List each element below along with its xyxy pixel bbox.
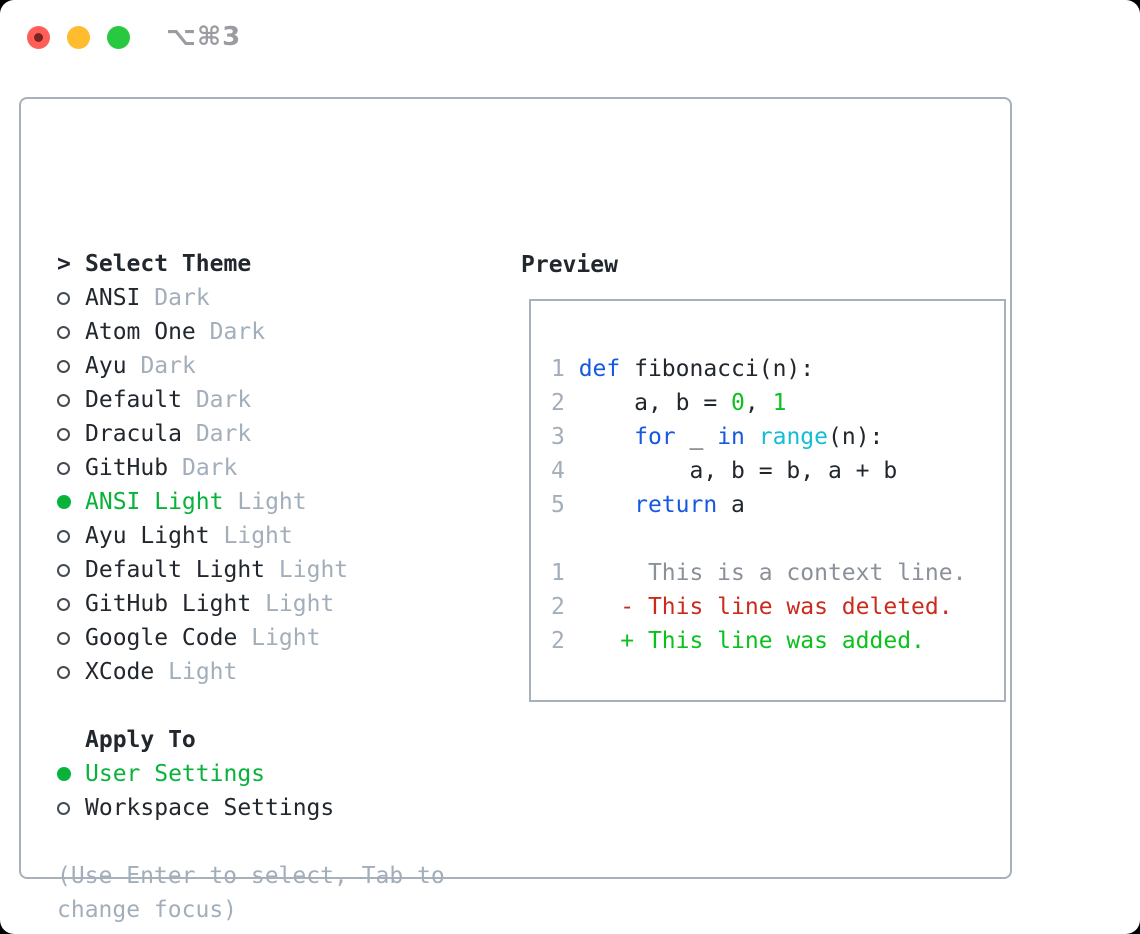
- theme-option-tag: Light: [251, 625, 321, 651]
- diff-line-added: 2 + This line was added.: [551, 628, 925, 654]
- theme-option[interactable]: Default Light Light: [57, 553, 348, 587]
- radio-icon: [57, 291, 70, 305]
- theme-option[interactable]: ANSI Light Light: [57, 485, 348, 519]
- close-button[interactable]: [27, 26, 50, 49]
- theme-option-tag: Light: [278, 557, 349, 583]
- theme-option[interactable]: Default Dark: [57, 383, 348, 417]
- focus-pointer-icon: >: [57, 251, 71, 277]
- theme-option[interactable]: Google Code Light: [57, 621, 348, 655]
- radio-icon: [57, 801, 70, 815]
- radio-icon: [57, 427, 70, 441]
- diff-line-deleted: 2 - This line was deleted.: [551, 594, 953, 620]
- radio-selected-icon: [57, 495, 71, 509]
- radio-icon: [57, 393, 70, 407]
- symbol-cell: [57, 767, 85, 781]
- zoom-button[interactable]: [107, 26, 130, 49]
- preview-code: 1 def fibonacci(n): 2 a, b = 0, 1 3 for _ …: [551, 352, 966, 658]
- theme-option-tag: Dark: [195, 421, 252, 447]
- theme-option[interactable]: XCode Light: [57, 655, 348, 689]
- symbol-cell: [57, 495, 85, 509]
- symbol-cell: [57, 291, 85, 305]
- theme-option[interactable]: ANSI Dark: [57, 281, 348, 315]
- blank-line: [551, 522, 966, 556]
- theme-option[interactable]: GitHub Dark: [57, 451, 348, 485]
- radio-icon: [57, 359, 70, 373]
- preview-pane: 1 def fibonacci(n): 2 a, b = 0, 1 3 for _ …: [529, 299, 1006, 702]
- radio-icon: [57, 597, 70, 611]
- window-shortcut-title: ⌥⌘3: [166, 22, 242, 52]
- code-line: 5 return a: [551, 492, 745, 518]
- apply-to-title: Apply To: [85, 727, 196, 753]
- theme-option-name: XCode: [85, 659, 155, 685]
- theme-option-tag: Dark: [140, 353, 196, 379]
- theme-option-name: GitHub Light: [85, 591, 252, 617]
- symbol-cell: [57, 427, 85, 441]
- help-text: (Use Enter to select, Tab to change focus…: [57, 859, 445, 927]
- symbol-cell: [57, 461, 85, 475]
- theme-option[interactable]: Dracula Dark: [57, 417, 348, 451]
- theme-option-tag: Light: [223, 523, 293, 549]
- minimize-button[interactable]: [67, 26, 90, 49]
- symbol-cell: [57, 597, 85, 611]
- theme-option-tag: Dark: [154, 285, 210, 311]
- theme-option-name: ANSI: [85, 285, 141, 311]
- theme-option-name: Atom One: [85, 319, 196, 345]
- radio-icon: [57, 529, 70, 543]
- apply-to-header: Apply To: [57, 723, 334, 757]
- symbol-cell: [57, 529, 85, 543]
- diff-line-context: 1 This is a context line.: [551, 560, 967, 586]
- theme-option-tag: Light: [265, 591, 335, 617]
- code-line: 3 for _ in range(n):: [551, 424, 884, 450]
- theme-option-name: ANSI Light: [85, 489, 224, 515]
- help-line: (Use Enter to select, Tab to: [57, 863, 445, 889]
- theme-option-name: Dracula: [85, 421, 182, 447]
- radio-selected-icon: [57, 767, 71, 781]
- apply-to-option-name: User Settings: [85, 761, 266, 787]
- theme-option-name: GitHub: [85, 455, 169, 481]
- apply-to-option[interactable]: Workspace Settings: [57, 791, 334, 825]
- theme-option-tag: Light: [168, 659, 238, 685]
- radio-icon: [57, 563, 70, 577]
- radio-icon: [57, 631, 70, 645]
- theme-option-name: Default Light: [85, 557, 266, 583]
- radio-icon: [57, 461, 70, 475]
- symbol-cell: [57, 325, 85, 339]
- symbol-cell: [57, 631, 85, 645]
- symbol-cell: [57, 563, 85, 577]
- code-line: 2 a, b = 0, 1: [551, 390, 787, 416]
- theme-option-name: Ayu Light: [85, 523, 210, 549]
- theme-list-header: > Select Theme: [57, 247, 348, 281]
- symbol-cell: [57, 665, 85, 679]
- radio-icon: [57, 325, 70, 339]
- theme-option[interactable]: GitHub Light Light: [57, 587, 348, 621]
- symbol-cell: [57, 393, 85, 407]
- symbol-cell: [57, 359, 85, 373]
- apply-to-option-name: Workspace Settings: [85, 795, 335, 821]
- theme-option-name: Google Code: [85, 625, 238, 651]
- titlebar: [27, 26, 130, 49]
- theme-option-tag: Dark: [181, 455, 238, 481]
- theme-option-name: Default: [85, 387, 182, 413]
- code-line: 1 def fibonacci(n):: [551, 356, 815, 382]
- theme-option[interactable]: Ayu Dark: [57, 349, 348, 383]
- radio-icon: [57, 665, 70, 679]
- code-line: 4 a, b = b, a + b: [551, 458, 898, 484]
- unsaved-indicator-dot: [34, 33, 43, 42]
- theme-option-name: Ayu: [85, 353, 127, 379]
- theme-option[interactable]: Ayu Light Light: [57, 519, 348, 553]
- apply-to-option[interactable]: User Settings: [57, 757, 334, 791]
- theme-option-tag: Dark: [195, 387, 252, 413]
- theme-list-title: Select Theme: [85, 251, 252, 277]
- symbol-cell: [57, 801, 85, 815]
- preview-heading: Preview: [521, 252, 618, 278]
- theme-option[interactable]: Atom One Dark: [57, 315, 348, 349]
- theme-option-tag: Dark: [209, 319, 266, 345]
- help-line: change focus): [57, 897, 238, 923]
- theme-option-tag: Light: [237, 489, 307, 515]
